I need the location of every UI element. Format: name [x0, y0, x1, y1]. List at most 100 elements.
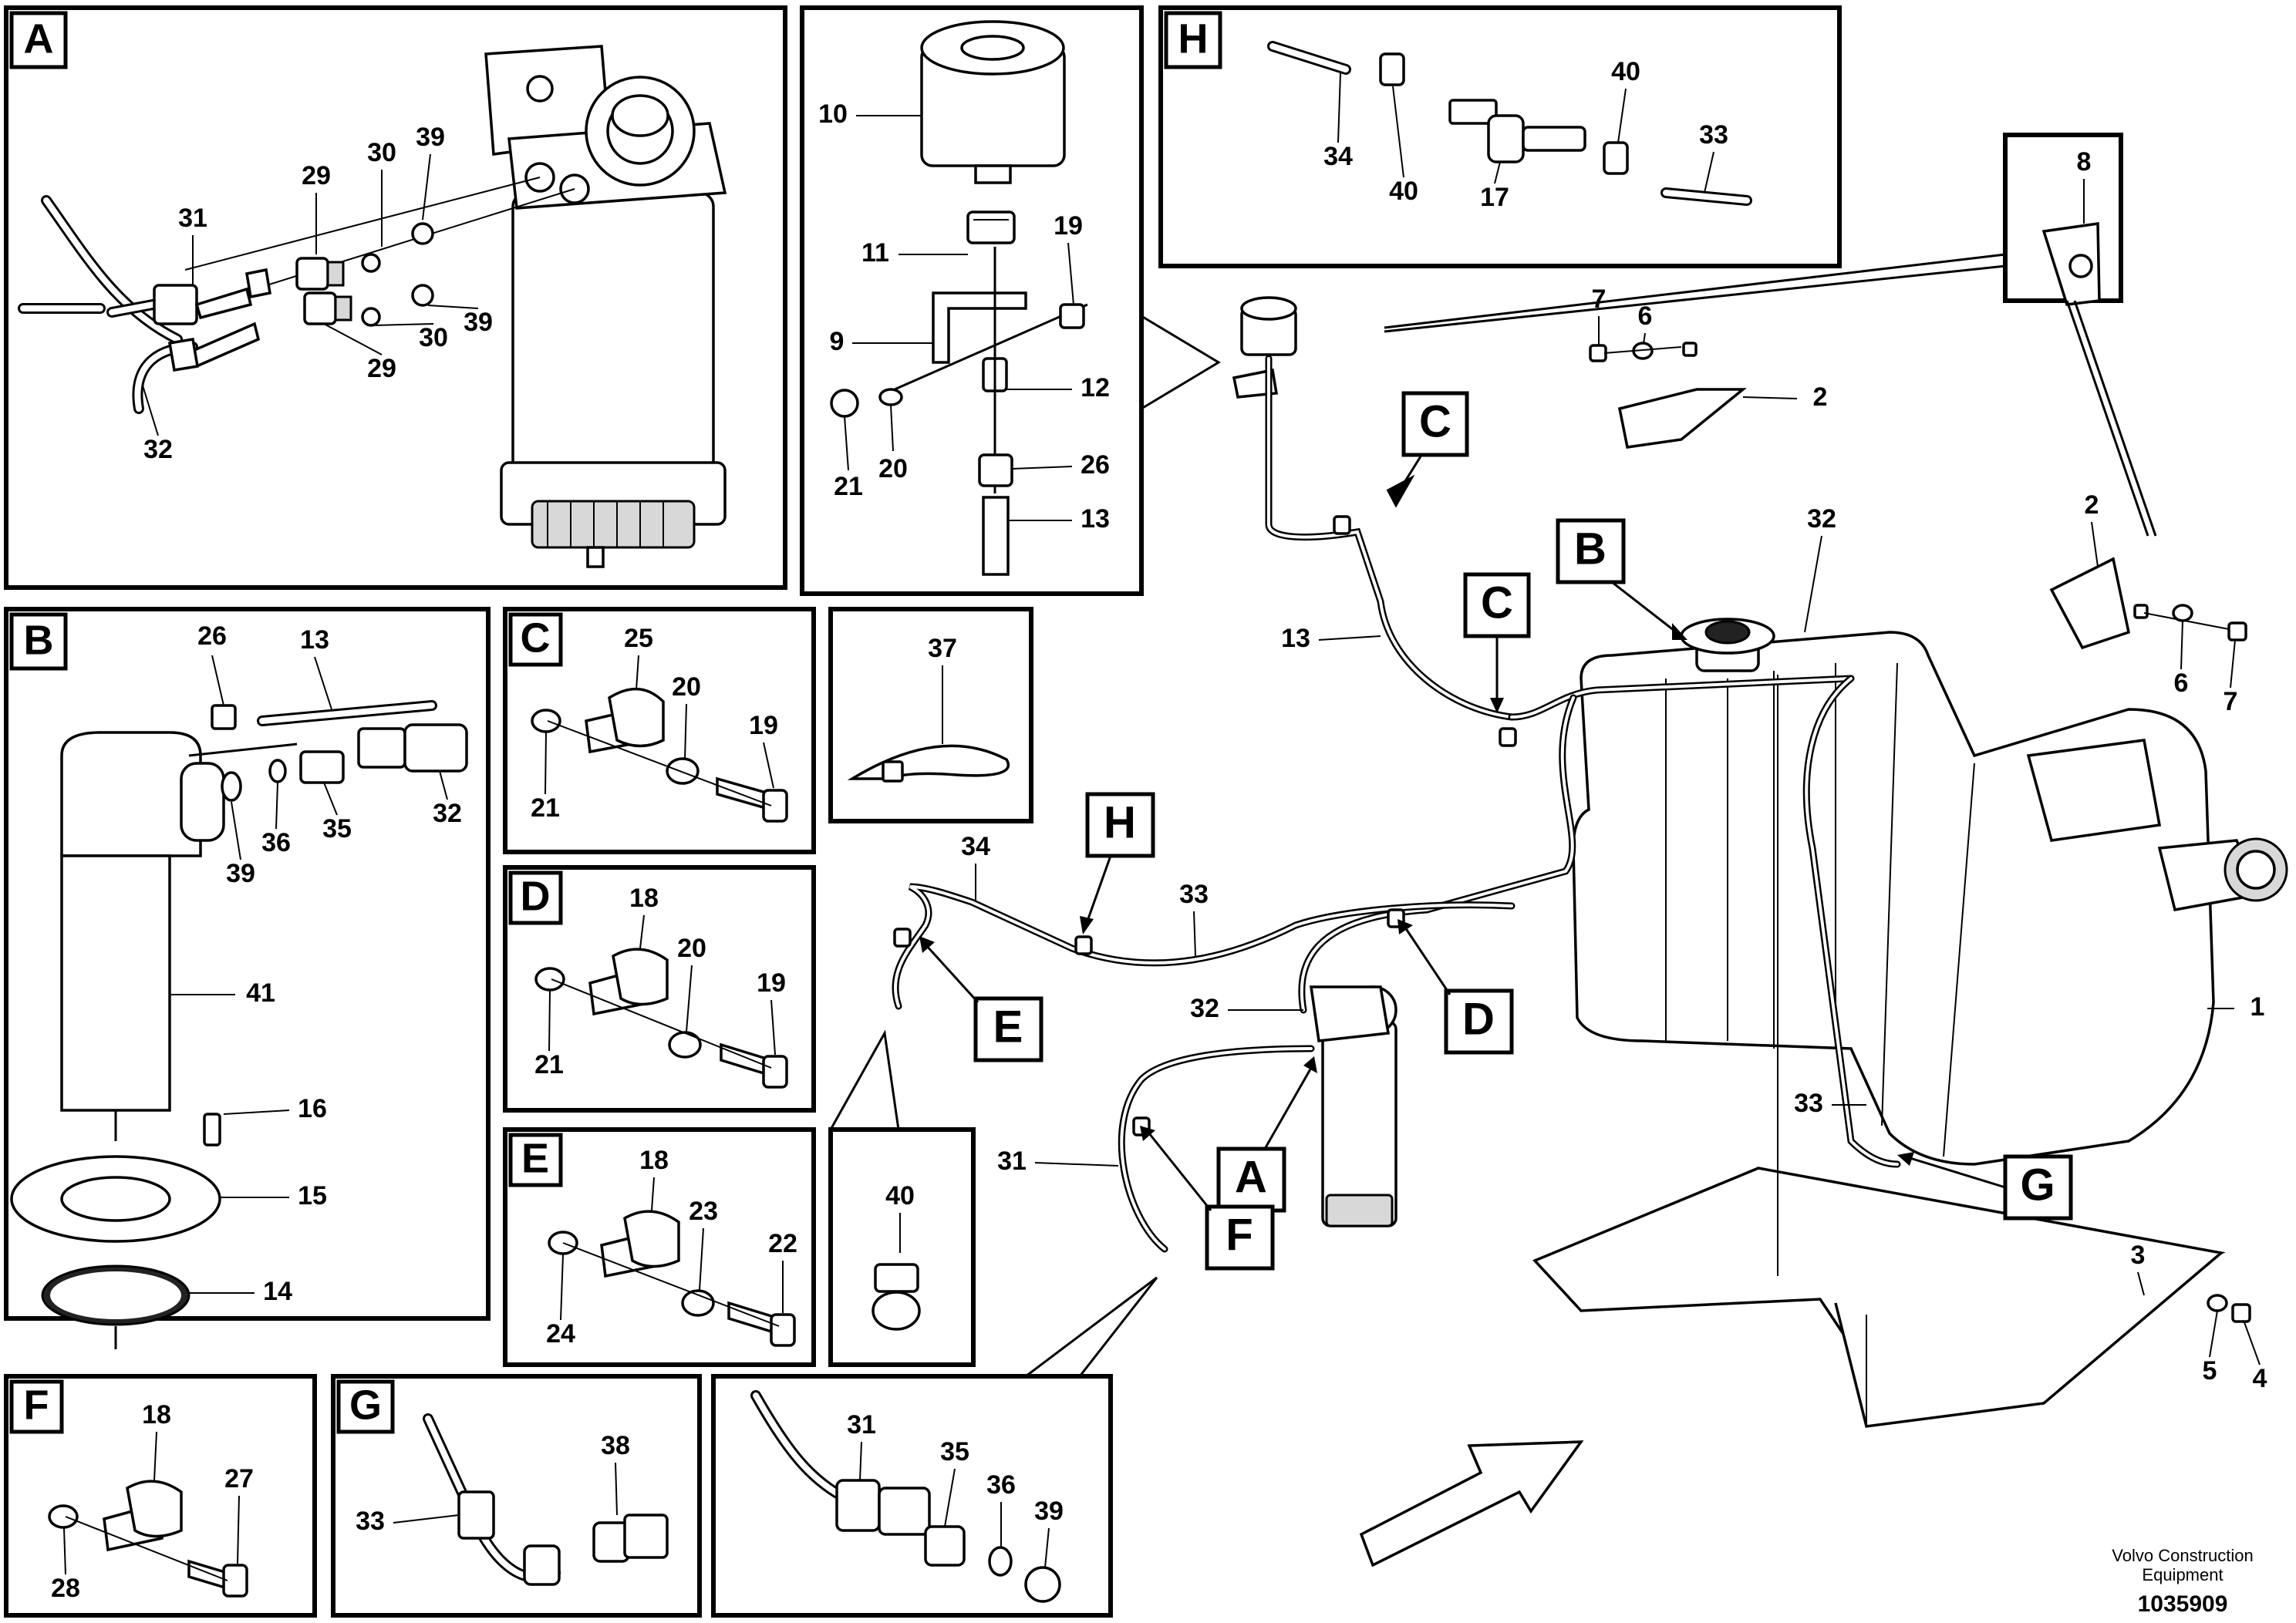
label-a-30-top: 30: [367, 138, 396, 167]
label-a-32: 32: [143, 435, 173, 464]
inset-c: C 25 20 19 21: [503, 607, 816, 854]
label-adapter-36: 36: [986, 1470, 1016, 1500]
inset-h: H 40 33 34 40 17: [1158, 5, 1842, 268]
label-main-13: 13: [1281, 624, 1310, 653]
label-main-6-right: 6: [2174, 668, 2189, 698]
callout-d: D: [1462, 994, 1495, 1044]
main-callouts: C C B H E D A F G: [919, 391, 2073, 1271]
label-c-21: 21: [531, 793, 560, 823]
inset-f-tag: F: [24, 1382, 49, 1428]
callout-c-upper: C: [1419, 396, 1451, 446]
label-a-39-top: 39: [416, 123, 445, 152]
label-h-40-top: 40: [1611, 57, 1640, 86]
label-main-2-left: 2: [1813, 382, 1828, 412]
figure-id: 1035909: [2138, 1591, 2228, 1617]
label-main-33-tank: 33: [1794, 1089, 1823, 1118]
inset-clamp: 40: [828, 1029, 976, 1367]
inset-g-tag: G: [349, 1382, 382, 1428]
label-b-39: 39: [226, 859, 255, 888]
label-filter-13: 13: [1081, 504, 1110, 534]
label-b-32: 32: [433, 799, 462, 828]
inset-b-tag: B: [24, 617, 54, 663]
label-adapter-31: 31: [847, 1410, 876, 1439]
inset-e: E 18 23 22 24: [503, 1127, 816, 1367]
manufacturer-line1: Volvo Construction: [2112, 1546, 2253, 1565]
inset-d: D 18 20 19 21: [503, 865, 816, 1113]
label-filter-9: 9: [830, 327, 845, 356]
label-b-16: 16: [298, 1094, 327, 1123]
callout-f: F: [1226, 1210, 1253, 1260]
callout-e: E: [993, 1002, 1023, 1052]
inset-tie: 37: [828, 607, 1033, 823]
label-g-33: 33: [356, 1507, 385, 1536]
inset-e-tag: E: [521, 1135, 549, 1181]
label-a-31: 31: [178, 204, 207, 233]
label-filter-11: 11: [861, 238, 889, 268]
inset-a: A: [4, 5, 787, 590]
label-d-18: 18: [629, 884, 659, 913]
label-h-34: 34: [1323, 142, 1353, 171]
label-h-40-bottom: 40: [1389, 177, 1418, 206]
label-b-13: 13: [300, 625, 329, 655]
label-e-24: 24: [546, 1319, 575, 1349]
label-b-41: 41: [246, 978, 275, 1008]
label-f-28: 28: [51, 1574, 80, 1603]
label-main-2-right: 2: [2085, 490, 2099, 520]
inset-a-tag: A: [24, 15, 54, 62]
label-a-29-bottom: 29: [367, 354, 396, 383]
inset-f: F 18 27 28: [4, 1374, 317, 1618]
label-main-34: 34: [961, 832, 990, 861]
label-e-23: 23: [689, 1197, 718, 1226]
label-main-32-tank: 32: [1807, 504, 1836, 534]
inset-h-tag: H: [1178, 15, 1209, 62]
label-a-29-top: 29: [302, 161, 331, 190]
label-main-6-left: 6: [1638, 301, 1653, 331]
inset-b: B 26 13 32 35 36 39 41: [4, 607, 491, 1349]
main-labels: 7 6 2 32 2 6 7 13 34 33 32 1 33 31 3 5 4: [961, 285, 2267, 1393]
label-main-7-left: 7: [1592, 285, 1607, 314]
label-b-26: 26: [197, 621, 227, 651]
label-filter-10: 10: [818, 99, 848, 129]
callout-h: H: [1104, 797, 1136, 847]
callout-c-lower: C: [1481, 577, 1513, 628]
label-f-18: 18: [142, 1400, 171, 1429]
label-main-33-top: 33: [1179, 880, 1209, 909]
label-main-3: 3: [2131, 1241, 2146, 1270]
label-adapter-35: 35: [940, 1437, 969, 1466]
inset-filter-element: 10 11 19 9 12 21 20 26 13: [800, 5, 1144, 596]
label-clip-8: 8: [2077, 147, 2092, 177]
inset-clip: 8: [1384, 133, 2157, 537]
inset-c-tag: C: [521, 615, 551, 661]
callout-b: B: [1574, 524, 1607, 574]
label-h-17: 17: [1480, 183, 1509, 212]
inset-adapter: 31 35 36 39: [711, 1276, 1158, 1618]
callout-g: G: [2020, 1160, 2055, 1210]
label-clamp-40: 40: [885, 1181, 915, 1211]
label-b-14: 14: [263, 1277, 292, 1306]
label-d-19: 19: [757, 968, 786, 998]
label-filter-20: 20: [878, 454, 908, 483]
label-filter-21: 21: [834, 472, 863, 501]
label-a-39-bottom: 39: [464, 308, 493, 337]
label-filter-26: 26: [1081, 450, 1110, 480]
label-main-1: 1: [2250, 992, 2265, 1022]
label-filter-19: 19: [1054, 211, 1083, 241]
label-h-33: 33: [1699, 120, 1728, 150]
label-main-5: 5: [2203, 1356, 2217, 1386]
inset-g: G 38 33: [331, 1374, 702, 1618]
label-d-20: 20: [677, 934, 706, 963]
label-adapter-39: 39: [1034, 1497, 1064, 1526]
label-g-38: 38: [601, 1431, 630, 1460]
label-main-7-right: 7: [2224, 687, 2238, 716]
label-c-19: 19: [749, 711, 778, 740]
manufacturer-line2: Equipment: [2142, 1565, 2223, 1584]
label-e-22: 22: [768, 1229, 797, 1258]
label-b-15: 15: [298, 1181, 327, 1211]
main-assembly: [892, 296, 2288, 1567]
label-e-18: 18: [639, 1146, 669, 1175]
label-b-36: 36: [261, 828, 291, 857]
label-b-35: 35: [322, 814, 352, 843]
label-tie-37: 37: [928, 634, 957, 663]
label-c-25: 25: [624, 624, 653, 653]
